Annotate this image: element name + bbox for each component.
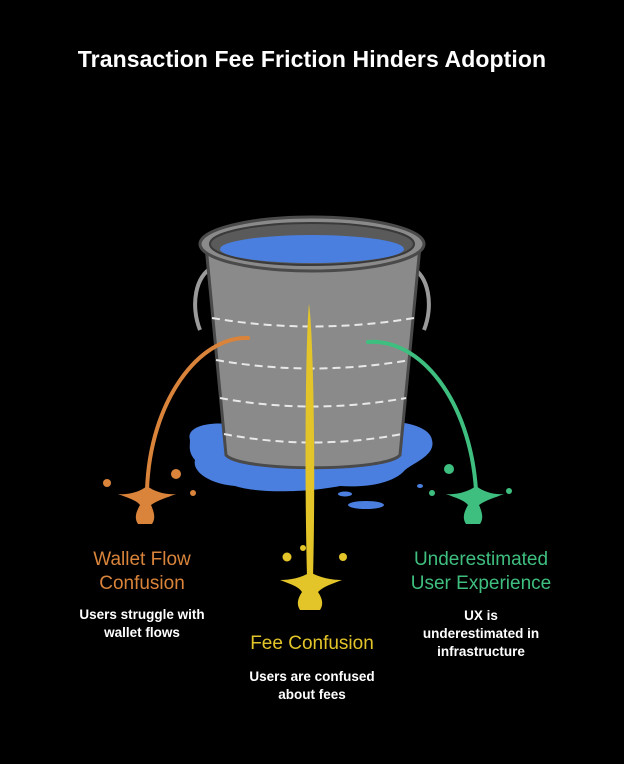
ux-droplet — [429, 490, 435, 496]
wallet-flow-title: Wallet Flow Confusion — [93, 549, 191, 594]
wallet-droplet — [190, 490, 196, 496]
fee-leak-splash — [280, 572, 342, 610]
bucket-band — [223, 433, 403, 444]
diagram-title: Transaction Fee Friction Hinders Adoptio… — [77, 46, 547, 72]
wallet-leak-stream — [145, 335, 250, 492]
underestimated-ux-description: UX is underestimated in infrastructure — [422, 608, 540, 659]
bucket-body — [204, 244, 422, 470]
bucket-water-surface — [220, 235, 404, 263]
water-drop — [417, 484, 423, 488]
ux-droplet — [444, 464, 454, 474]
fee-confusion-title: Fee Confusion — [250, 633, 374, 654]
fee-droplet — [300, 545, 306, 551]
water-drop — [348, 501, 384, 509]
ux-droplet — [506, 488, 512, 494]
fee-leak-stream — [305, 304, 315, 578]
wallet-flow-description: Users struggle with wallet flows — [79, 607, 205, 640]
wallet-leak-splash — [118, 486, 176, 524]
water-drop — [338, 491, 352, 497]
ux-leak-splash — [446, 486, 504, 524]
ux-leak-stream — [366, 339, 478, 492]
wallet-droplet — [171, 469, 181, 479]
wallet-droplet — [103, 479, 111, 487]
fee-confusion-description: Users are confused about fees — [249, 669, 375, 702]
fee-droplet — [339, 553, 347, 561]
underestimated-ux-title: Underestimated User Experience — [410, 549, 552, 594]
fee-droplet — [282, 552, 292, 562]
